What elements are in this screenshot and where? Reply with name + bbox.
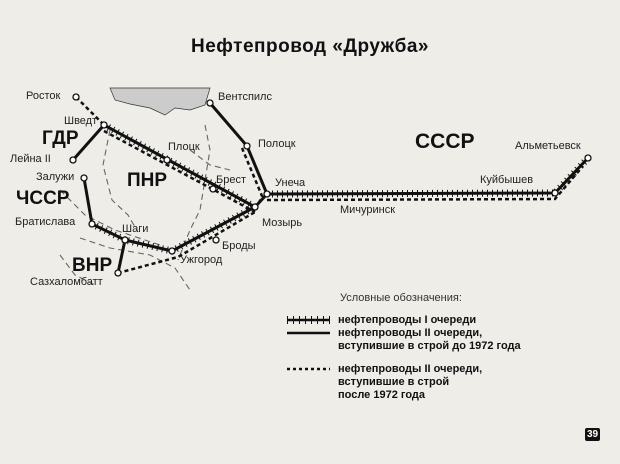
country-pnr: ПНР xyxy=(127,170,168,191)
city-ventspils: Вентспилс xyxy=(218,91,272,103)
city-szazhalombatta: Сазхаломбатт xyxy=(30,276,103,288)
legend-item-phase-2-late: нефтепроводы II очереди, вступившие в ст… xyxy=(338,363,482,402)
page-number: 39 xyxy=(585,428,601,441)
legend-text: нефтепроводы II очереди, xyxy=(338,363,483,375)
map-title: Нефтепровод «Дружба» xyxy=(191,36,429,57)
city-zaluzhi: Залужи xyxy=(36,171,75,183)
city-unecha: Унеча xyxy=(275,177,306,189)
legend-text: нефтепроводы II очереди, xyxy=(338,327,483,339)
city-mozyr: Мозырь xyxy=(262,217,303,229)
country-vnr: ВНР xyxy=(72,255,113,276)
baltic-sea xyxy=(109,87,211,116)
legend-item-phase-2-early: нефтепроводы II очереди, вступившие в ст… xyxy=(338,327,521,353)
pipeline-phase-2-late xyxy=(75,96,584,275)
legend-text: вступившие в строй xyxy=(338,376,450,388)
legend-text: нефтепроводы I очереди xyxy=(338,314,477,326)
city-polotsk: Полоцк xyxy=(258,138,296,150)
city-almetyevsk: Альметьевск xyxy=(515,140,581,152)
city-markers xyxy=(69,93,592,277)
city-michurinsk: Мичуринск xyxy=(340,204,396,216)
city-schwedt: Шведт xyxy=(64,115,98,127)
country-gdr: ГДР xyxy=(42,128,79,149)
legend-heading: Условные обозначения: xyxy=(340,292,462,304)
legend-text: после 1972 года xyxy=(338,389,425,401)
country-chssr: ЧССР xyxy=(16,188,70,209)
legend-item-phase-1: нефтепроводы I очереди xyxy=(338,314,476,327)
city-plock: Плоцк xyxy=(168,141,200,153)
city-shagi: Шаги xyxy=(122,223,149,235)
legend-text: вступившие в строй до 1972 года xyxy=(338,340,521,352)
city-leuna: Лейна II xyxy=(10,153,51,165)
country-borders xyxy=(59,124,231,291)
city-rostock: Росток xyxy=(26,90,61,102)
country-sssr: СССР xyxy=(415,130,475,153)
city-kuibyshev: Куйбышев xyxy=(480,174,534,186)
city-brest: Брест xyxy=(216,174,246,186)
city-bratislava: Братислава xyxy=(15,216,76,228)
city-brody: Броды xyxy=(222,240,256,252)
city-uzhgorod: Ужгород xyxy=(180,254,223,266)
